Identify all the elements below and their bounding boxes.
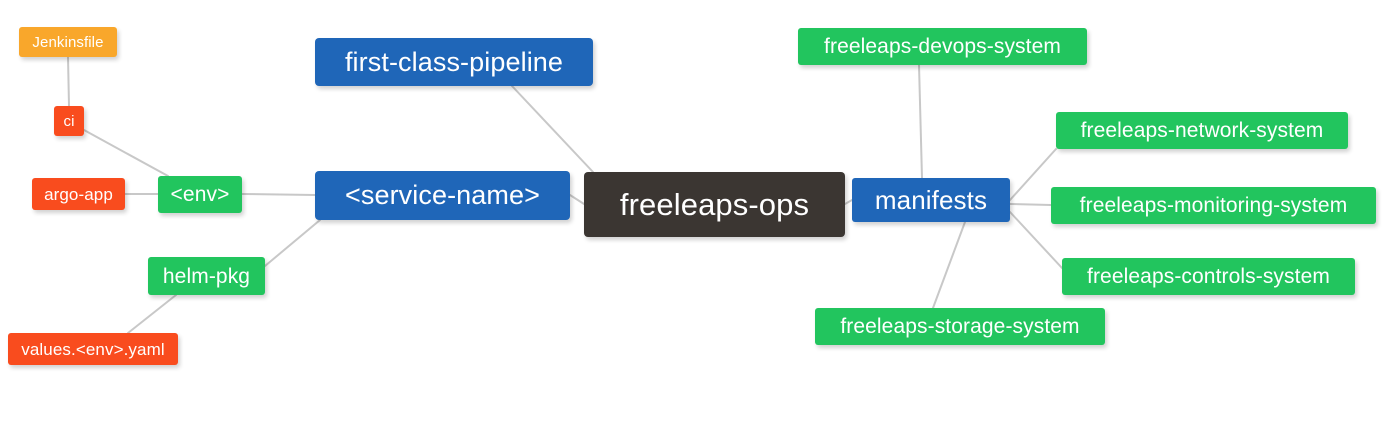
mindmap-node-label: Jenkinsfile — [32, 33, 104, 51]
mindmap-node-freeleaps-network-system[interactable]: freeleaps-network-system — [1056, 112, 1348, 149]
mindmap-node-label: freeleaps-monitoring-system — [1079, 194, 1348, 217]
mindmap-node-service-name[interactable]: <service-name> — [315, 171, 570, 220]
edge-manifests-to-freeleaps-network-system — [1009, 148, 1057, 201]
edge-manifests-to-freeleaps-monitoring-system — [1009, 203, 1052, 206]
mindmap-node-label: <service-name> — [345, 180, 540, 210]
edge-freeleaps-ops-to-service-name — [569, 194, 585, 205]
mindmap-node-freeleaps-devops-system[interactable]: freeleaps-devops-system — [798, 28, 1087, 65]
mindmap-node-freeleaps-ops[interactable]: freeleaps-ops — [584, 172, 845, 237]
mindmap-node-label: freeleaps-controls-system — [1087, 265, 1330, 288]
edge-freeleaps-ops-to-first-class-pipeline — [511, 85, 594, 173]
edge-manifests-to-freeleaps-devops-system — [918, 64, 923, 179]
mindmap-node-freeleaps-storage-system[interactable]: freeleaps-storage-system — [815, 308, 1105, 345]
mindmap-node-label: values.<env>.yaml — [21, 339, 165, 359]
mindmap-node-ci[interactable]: ci — [54, 106, 84, 136]
edge-service-name-to-env — [241, 193, 316, 196]
edge-ci-to-jenkinsfile — [67, 56, 70, 107]
mindmap-node-jenkinsfile[interactable]: Jenkinsfile — [19, 27, 117, 57]
edge-manifests-to-freeleaps-storage-system — [932, 221, 966, 309]
edge-helm-pkg-to-values-yaml — [127, 294, 177, 334]
mindmap-node-env[interactable]: <env> — [158, 176, 242, 213]
mindmap-node-label: freeleaps-ops — [619, 187, 810, 222]
mindmap-node-label: argo-app — [44, 184, 113, 204]
mindmap-node-argo-app[interactable]: argo-app — [32, 178, 125, 210]
mindmap-node-first-class-pipeline[interactable]: first-class-pipeline — [315, 38, 593, 86]
edge-env-to-ci — [83, 129, 169, 177]
edge-freeleaps-ops-to-manifests — [844, 199, 853, 205]
mindmap-node-label: freeleaps-devops-system — [824, 35, 1061, 58]
mindmap-node-manifests[interactable]: manifests — [852, 178, 1010, 222]
mindmap-node-freeleaps-monitoring-system[interactable]: freeleaps-monitoring-system — [1051, 187, 1376, 224]
mindmap-node-label: <env> — [170, 183, 230, 206]
mindmap-node-helm-pkg[interactable]: helm-pkg — [148, 257, 265, 295]
mindmap-node-label: freeleaps-storage-system — [840, 315, 1080, 338]
mindmap-node-label: manifests — [874, 185, 988, 215]
edge-service-name-to-helm-pkg — [264, 219, 321, 267]
mindmap-node-label: first-class-pipeline — [344, 46, 564, 77]
mindmap-node-label: ci — [63, 112, 75, 130]
mindmap-node-freeleaps-controls-system[interactable]: freeleaps-controls-system — [1062, 258, 1355, 295]
mindmap-node-label: helm-pkg — [162, 264, 251, 288]
mindmap-node-label: freeleaps-network-system — [1080, 119, 1324, 142]
mindmap-node-values-yaml[interactable]: values.<env>.yaml — [8, 333, 178, 365]
